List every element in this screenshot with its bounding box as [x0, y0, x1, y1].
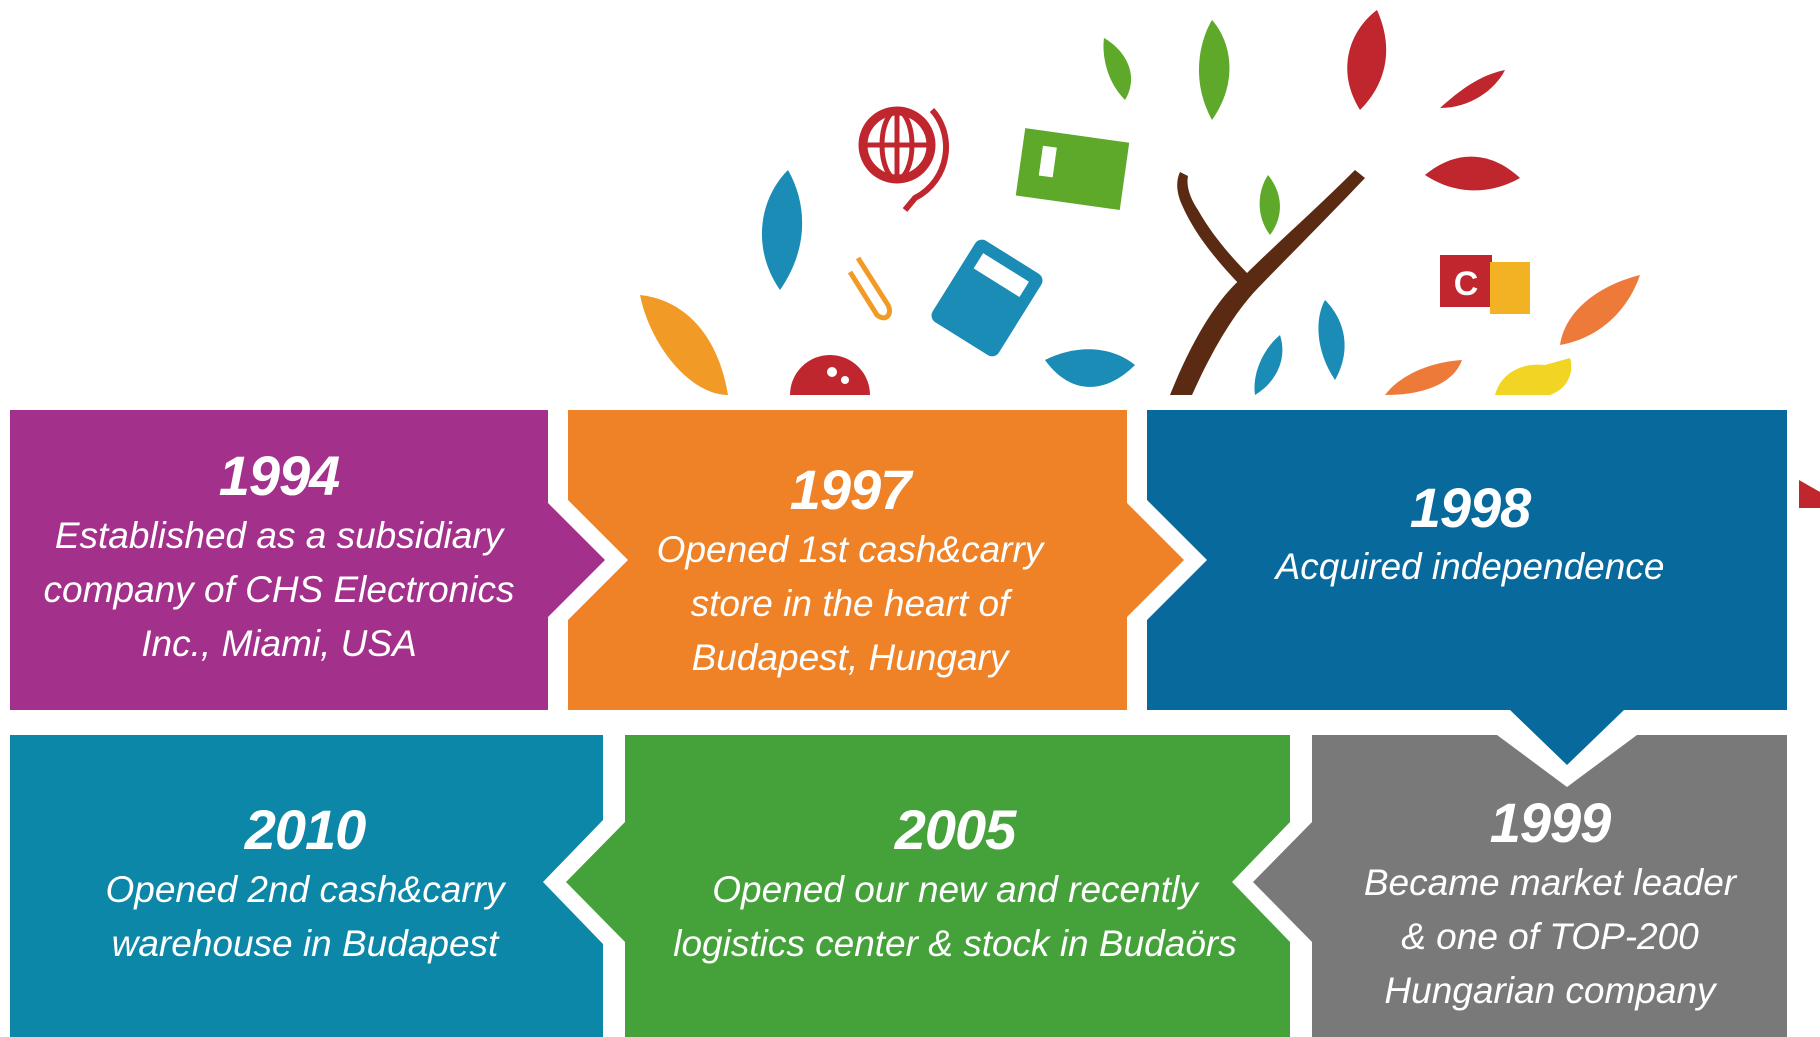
- globe-icon: [858, 106, 949, 212]
- milestone-1994-box: [10, 410, 605, 710]
- milestone-description: Established as a subsidiary company of C…: [44, 509, 515, 672]
- leaf-icon: [1318, 300, 1345, 380]
- description-line: Budapest, Hungary: [691, 637, 1009, 679]
- description-line: logistics center & stock in Budaörs: [673, 923, 1237, 965]
- paperclip-icon: [847, 256, 893, 321]
- milestone-year: 1997: [789, 458, 912, 522]
- milestone-2005: 2005 Opened our new and recently logisti…: [640, 795, 1270, 975]
- leaf-icon: [761, 170, 803, 290]
- description-line: Opened our new and recently: [712, 868, 1198, 910]
- description-line: Acquired independence: [1275, 546, 1665, 587]
- milestone-1997: 1997 Opened 1st cash&carry store in the …: [610, 452, 1090, 692]
- description-line: Inc., Miami, USA: [141, 623, 417, 665]
- milestone-description: Became market leader & one of TOP-200 Hu…: [1364, 856, 1736, 1019]
- leaf-icon: [1259, 175, 1280, 235]
- description-line: warehouse in Budapest: [111, 923, 499, 965]
- milestone-1999-box: [1253, 735, 1787, 1037]
- milestone-description: Opened 1st cash&carry store in the heart…: [657, 523, 1044, 686]
- leaf-icon: [1103, 38, 1132, 100]
- tree-branch-left: [1177, 172, 1252, 285]
- milestone-2010: 2010 Opened 2nd cash&carry warehouse in …: [20, 795, 590, 975]
- description-line: Established as a subsidiary: [54, 514, 504, 556]
- tree-illustration: C: [640, 10, 1640, 395]
- description-line: Became market leader: [1363, 861, 1737, 903]
- milestone-1997-box: [568, 410, 1184, 710]
- milestone-1994: 1994 Established as a subsidiary company…: [10, 438, 548, 678]
- svg-text:C: C: [1454, 265, 1479, 303]
- leaf-icon: [1045, 349, 1135, 387]
- calculator-icon: [931, 239, 1043, 357]
- milestone-1998-box: [1147, 410, 1787, 765]
- leaf-icon: [640, 295, 728, 395]
- description-line: Opened 1st cash&carry: [656, 528, 1044, 570]
- leaf-icon: [1440, 70, 1505, 108]
- milestone-year: 1999: [1489, 791, 1612, 855]
- milestone-description: Acquired independence: [1276, 540, 1665, 594]
- description-line: & one of TOP-200: [1401, 916, 1699, 957]
- handprint-icon: [1495, 358, 1572, 395]
- leaf-icon: [1385, 360, 1462, 395]
- milestone-year: 2005: [894, 798, 1017, 862]
- milestone-description: Opened 2nd cash&carry warehouse in Budap…: [105, 863, 504, 972]
- leaf-icon: [1347, 10, 1387, 110]
- tree-trunk: [1170, 170, 1365, 395]
- description-line: company of CHS Electronics: [43, 569, 515, 610]
- milestone-year: 2010: [244, 798, 367, 862]
- leaf-icon: [1560, 275, 1640, 345]
- milestone-description: Opened our new and recently logistics ce…: [673, 863, 1236, 972]
- description-line: Opened 2nd cash&carry: [105, 868, 505, 910]
- ladybug-icon: [790, 355, 870, 395]
- milestone-2010-box: [10, 735, 603, 1037]
- memory-chip-icon: [1015, 128, 1130, 211]
- toy-block-icon: C: [1440, 255, 1530, 314]
- continue-arrow-icon: [1799, 480, 1820, 508]
- milestone-year: 1998: [1409, 475, 1532, 539]
- milestone-year: 1994: [218, 444, 341, 508]
- milestone-2005-box: [566, 735, 1290, 1037]
- leaf-icon: [1425, 156, 1520, 191]
- leaf-icon: [1254, 335, 1283, 395]
- description-line: store in the heart of: [690, 583, 1010, 624]
- leaf-icon: [1198, 20, 1230, 120]
- milestone-1998: 1998 Acquired independence: [1200, 465, 1740, 605]
- description-line: Hungarian company: [1384, 970, 1716, 1012]
- milestone-1999: 1999 Became market leader & one of TOP-2…: [1325, 785, 1775, 1025]
